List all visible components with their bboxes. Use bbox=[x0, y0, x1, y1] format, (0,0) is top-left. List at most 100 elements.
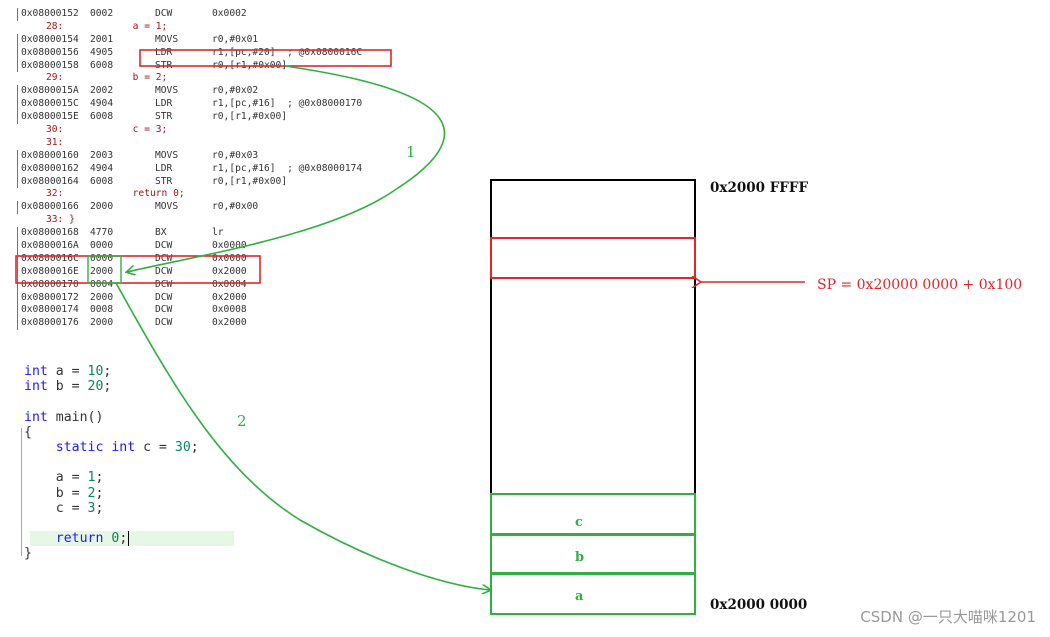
asm-source-line: 31: bbox=[46, 136, 64, 148]
arrow-1 bbox=[127, 65, 446, 272]
execution-gutter-mark bbox=[17, 240, 18, 253]
code-text: c = bbox=[135, 439, 175, 455]
code-text: } bbox=[24, 546, 32, 562]
execution-gutter-mark bbox=[17, 304, 18, 318]
asm-source-line: 28: a = 1; bbox=[46, 20, 168, 32]
asm-address: 0x08000176 bbox=[21, 317, 79, 329]
asm-operands: 0x2000 bbox=[212, 265, 247, 277]
asm-mnemonic: MOVS bbox=[155, 149, 179, 161]
ldr-instruction-box bbox=[139, 49, 392, 67]
asm-operands: r0,[r1,#0x00] bbox=[212, 175, 288, 187]
asm-mnemonic: MOVS bbox=[155, 85, 179, 97]
code-text: { bbox=[24, 424, 32, 440]
asm-mnemonic: MOVS bbox=[155, 201, 179, 213]
memory-cell-c-label: c bbox=[575, 515, 583, 530]
asm-address: 0x08000164 bbox=[21, 175, 79, 187]
keyword: int bbox=[24, 409, 48, 425]
asm-mnemonic: DCW bbox=[155, 291, 173, 303]
code-text: b = bbox=[47, 379, 88, 395]
number-literal: 10 bbox=[87, 364, 104, 379]
asm-source-row: 29: b = 2; bbox=[16, 72, 416, 85]
code-text: main() bbox=[47, 409, 104, 425]
keyword: static int bbox=[55, 439, 136, 455]
asm-mnemonic: LDR bbox=[155, 46, 173, 58]
asm-operands: 0x0000 bbox=[212, 240, 247, 252]
memory-block bbox=[490, 179, 696, 615]
number-literal: 0 bbox=[111, 531, 120, 547]
fold-guide bbox=[21, 428, 22, 556]
asm-mnemonic: STR bbox=[155, 59, 173, 71]
execution-gutter-mark bbox=[17, 175, 18, 189]
asm-operands: r0,[r1,#0x00] bbox=[212, 111, 288, 123]
asm-mnemonic: BX bbox=[155, 227, 167, 239]
asm-source-line: 32: return 0; bbox=[46, 188, 185, 200]
asm-address: 0x08000152 bbox=[21, 8, 79, 19]
asm-address: 0x0800015E bbox=[21, 111, 79, 123]
memory-bottom-address: 0x2000 0000 bbox=[710, 597, 807, 613]
asm-opcode: 0008 bbox=[90, 304, 114, 316]
code-text: ; bbox=[190, 439, 199, 455]
execution-gutter-mark bbox=[17, 8, 18, 21]
asm-mnemonic: DCW bbox=[155, 317, 173, 329]
asm-operands: r0,#0x00 bbox=[212, 201, 259, 213]
asm-source-line: 29: b = 2; bbox=[46, 72, 168, 84]
asm-address: 0x08000166 bbox=[21, 201, 79, 213]
source-line: return 0;​ bbox=[24, 531, 244, 547]
source-line: } bbox=[24, 546, 244, 561]
asm-opcode: 2003 bbox=[90, 149, 114, 161]
asm-mnemonic: DCW bbox=[155, 278, 173, 290]
code-text: a = bbox=[47, 364, 88, 379]
code-text: ; bbox=[119, 531, 128, 547]
execution-gutter-mark bbox=[17, 201, 18, 215]
asm-opcode: 6008 bbox=[90, 111, 114, 123]
number-literal: 2 bbox=[87, 485, 96, 501]
asm-address: 0x08000160 bbox=[21, 149, 79, 161]
execution-gutter-mark bbox=[17, 162, 18, 176]
asm-row: 0x08000166 2000 MOVS r0,#0x00 bbox=[16, 201, 416, 215]
asm-source-row: 28: a = 1; bbox=[16, 21, 416, 34]
keyword: int bbox=[24, 379, 48, 395]
asm-source-row: 33: } bbox=[16, 214, 416, 227]
asm-operands: r0,#0x01 bbox=[212, 33, 259, 45]
asm-opcode: 2000 bbox=[90, 201, 114, 213]
asm-mnemonic: DCW bbox=[155, 265, 173, 277]
execution-gutter-mark bbox=[17, 98, 18, 112]
current-line-highlight bbox=[30, 531, 234, 546]
asm-opcode: 2000 bbox=[90, 317, 114, 329]
asm-operands: r1,[pc,#20] ; @0x0800016C bbox=[212, 46, 363, 58]
code-text: c = bbox=[24, 500, 88, 516]
asm-address: 0x08000170 bbox=[21, 278, 79, 290]
code-text: a = bbox=[24, 470, 88, 486]
asm-address: 0x08000158 bbox=[21, 59, 79, 71]
code-text: b = bbox=[24, 485, 88, 501]
execution-gutter-mark bbox=[17, 149, 18, 163]
asm-opcode: 0000 bbox=[90, 240, 114, 252]
asm-opcode: 0004 bbox=[90, 278, 114, 290]
asm-operands: lr bbox=[212, 227, 224, 239]
source-line: int a = 10; bbox=[24, 364, 244, 379]
asm-source-row: 31: bbox=[16, 137, 416, 150]
sp-label: SP = 0x20000 0000 + 0x100 bbox=[817, 277, 1022, 293]
memory-cell-a-label: a bbox=[575, 589, 584, 604]
asm-source-line: 30: c = 3; bbox=[46, 124, 168, 136]
literal-pool-box bbox=[15, 255, 261, 284]
asm-opcode: 2001 bbox=[90, 33, 114, 45]
asm-source-row: 30: c = 3; bbox=[16, 124, 416, 137]
asm-mnemonic: DCW bbox=[155, 304, 173, 316]
asm-opcode: 4904 bbox=[90, 162, 114, 174]
asm-mnemonic: DCW bbox=[155, 252, 173, 264]
code-text: ; bbox=[103, 364, 112, 379]
execution-gutter-mark bbox=[17, 33, 18, 47]
source-line: static int c = 30; bbox=[24, 440, 244, 455]
source-line: b = 2; bbox=[24, 486, 244, 501]
